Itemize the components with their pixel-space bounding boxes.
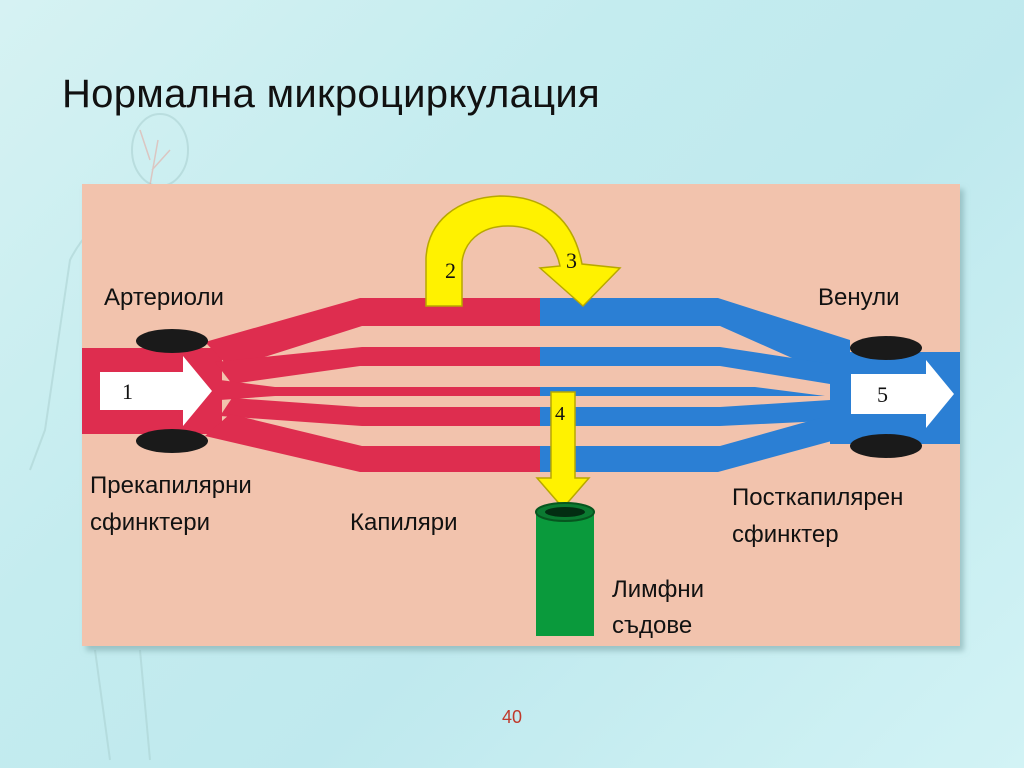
step-3-label: 3 [566,248,577,273]
lymph-label-line1: Лимфни [612,576,704,603]
step-2-label: 2 [445,258,456,283]
lymph-label-line2: съдове [612,612,692,639]
capillaries-label: Капиляри [350,509,457,536]
arrow-4-icon [535,391,591,510]
postcapillary-sphincter-bottom [850,434,922,458]
lymph-vessel [536,512,594,636]
precapillary-sphincter-bottom [136,429,208,453]
precapillary-label-line2: сфинктери [90,509,210,536]
postcapillary-sphincter-top [850,336,922,360]
step-1-label: 1 [122,379,133,404]
precapillary-sphincter-top [136,329,208,353]
venules-label: Венули [818,284,900,311]
arrow-1-icon [100,356,212,426]
step-5-label: 5 [877,382,888,407]
arrow-5-icon [851,360,954,428]
arrow-2-3-icon [425,195,622,308]
postcapillary-label-line1: Посткапилярен [732,484,903,511]
page-number: 40 [501,707,523,727]
arterioles-label: Артериоли [104,284,224,311]
postcapillary-label-line2: сфинктер [732,521,839,548]
slide-title: Нормална микроциркулация [62,72,601,116]
step-4-label: 4 [555,403,565,425]
precapillary-label-line1: Прекапилярни [90,472,252,499]
